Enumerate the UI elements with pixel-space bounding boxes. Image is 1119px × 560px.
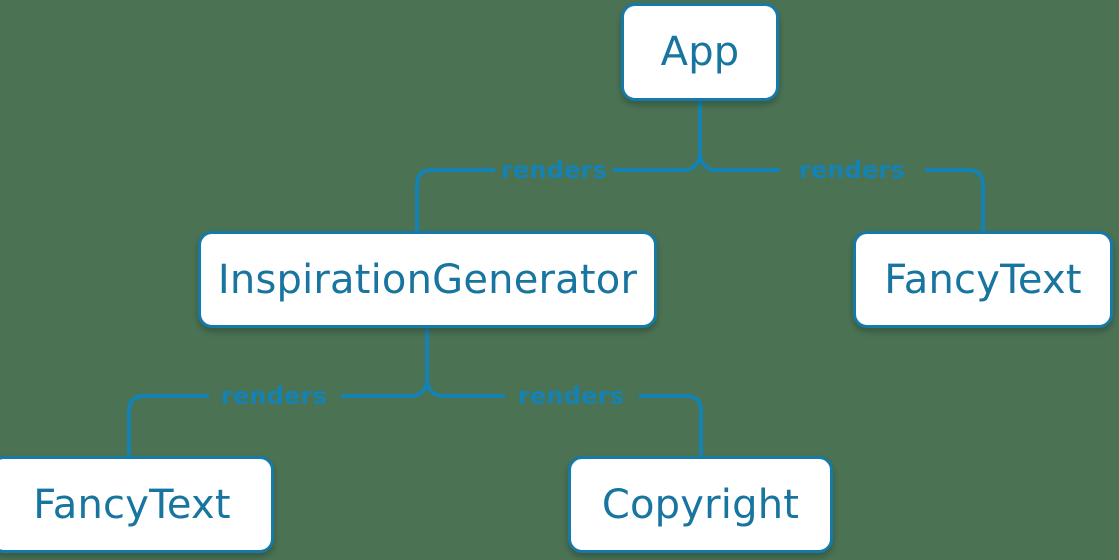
edge-label-app-to-inspirationgenerator: renders [500,156,608,184]
node-app-label: App [660,29,740,75]
node-inspirationgenerator-label: InspirationGenerator [217,256,638,303]
node-fancytext-right[interactable]: FancyText [853,231,1113,328]
node-fancytext-bottom[interactable]: FancyText [0,456,274,553]
node-app[interactable]: App [621,3,779,101]
node-inspirationgenerator[interactable]: InspirationGenerator [198,231,657,328]
node-fancytext-right-label: FancyText [884,256,1082,303]
node-copyright[interactable]: Copyright [568,456,833,553]
edge-label-inspirationgenerator-to-copyright: renders [517,382,625,410]
edge-label-inspirationgenerator-to-fancytext-bottom: renders [220,382,328,410]
edge-label-app-to-fancytext-right: renders [798,156,906,184]
node-fancytext-bottom-label: FancyText [33,481,231,528]
edge-app-to-fancytext-right [698,154,985,231]
edge-inspirationgenerator-to-copyright [425,380,703,456]
node-copyright-label: Copyright [601,481,800,528]
